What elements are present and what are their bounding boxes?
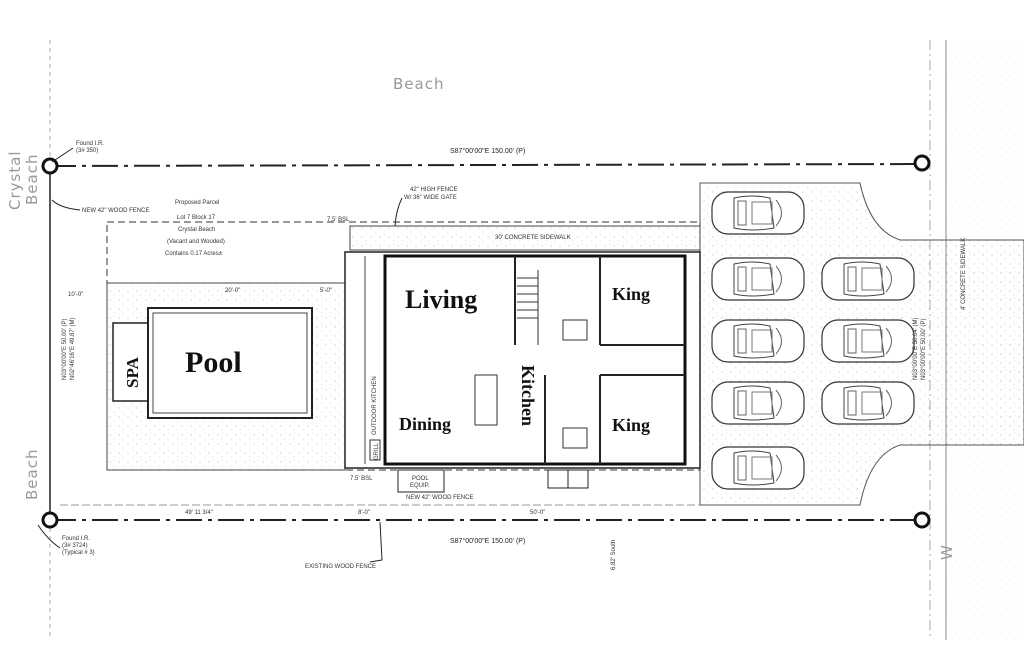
bearing-left-2: N02°46'16"E 49.87' (M) xyxy=(70,317,76,380)
beach-label-side: Beach xyxy=(23,154,41,205)
parked-car xyxy=(711,257,805,301)
dimension: 8'-0" xyxy=(358,510,370,516)
pool-equipment-label: EQUIP. xyxy=(410,483,430,489)
parked-car xyxy=(711,446,805,490)
dimension: 20'-0" xyxy=(225,288,240,294)
bsl-label: 7.5' BSL xyxy=(350,476,373,482)
parking-area xyxy=(699,182,1024,506)
sidewalk-label: 30' CONCRETE SIDEWALK xyxy=(495,235,571,241)
found-ir-top-id: (3# 350) xyxy=(76,148,98,154)
grill-label: GRILL xyxy=(374,442,380,460)
spa xyxy=(112,322,150,402)
house-floorplan xyxy=(344,251,701,493)
south-offset-label: 6.82' South xyxy=(611,540,617,570)
survey-marker xyxy=(41,157,59,175)
bsl-label: 7.5' BSL xyxy=(327,217,350,223)
survey-marker xyxy=(913,154,931,172)
room-king-1: King xyxy=(612,284,650,304)
bearing-right-2: N03°00'00"E 50.00' (P) xyxy=(921,318,927,380)
parcel-note: Contains 0.17 Acres± xyxy=(165,251,223,257)
room-dining: Dining xyxy=(399,414,451,434)
new-fence-label-top: NEW 42" WOOD FENCE xyxy=(82,208,149,214)
dimension: 5'-0" xyxy=(320,288,332,294)
pool-label: Pool xyxy=(185,346,242,379)
parked-car xyxy=(711,319,805,363)
dimension: 49' 11 3/4" xyxy=(185,510,213,516)
outdoor-kitchen-label: OUTDOOR KITCHEN xyxy=(372,376,378,435)
parcel-note: Lot 7 Block 17 xyxy=(177,215,216,221)
dimension: 10'-0" xyxy=(68,292,83,298)
bearing-top: S87°00'00"E 150.00' (P) xyxy=(450,147,525,155)
room-living: Living xyxy=(405,285,477,314)
right-sidewalk-label: 4' CONCRETE SIDEWALK xyxy=(961,238,967,310)
gate-note: 42" HIGH FENCE xyxy=(410,187,457,193)
parcel-note: Proposed Parcel xyxy=(175,200,219,206)
crystal-label: Crystal xyxy=(6,150,24,210)
bearing-right-1: N03°00'00"E 50.04' (M) xyxy=(913,317,919,380)
found-ir-top: Found I.R. xyxy=(76,141,104,147)
found-ir-bottom: (3# 3724) xyxy=(62,543,88,549)
parcel-note: (Vacant and Wooded) xyxy=(167,239,225,245)
pool-equipment-label: POOL xyxy=(412,476,429,482)
parked-car xyxy=(821,319,915,363)
bearing-bottom: S87°00'00"E 150.00' (P) xyxy=(450,537,525,545)
w-mark: W xyxy=(938,544,956,560)
existing-fence-label: EXISTING WOOD FENCE xyxy=(305,564,376,570)
survey-marker xyxy=(41,511,59,529)
new-fence-label-bottom: NEW 42" WOOD FENCE xyxy=(406,495,473,501)
bearing-left-1: N03°00'00"E 50.00' (P) xyxy=(62,318,68,380)
found-ir-bottom: (Typical # 3) xyxy=(62,550,95,556)
found-ir-bottom: Found I.R. xyxy=(62,536,90,542)
room-kitchen: Kitchen xyxy=(518,365,538,426)
parked-car xyxy=(821,381,915,425)
property-lines xyxy=(41,154,931,529)
gate-note: W/ 36" WIDE GATE xyxy=(404,195,457,201)
spa-label: SPA xyxy=(123,356,142,388)
parked-car xyxy=(711,191,805,235)
parcel-note: Crystal Beach xyxy=(178,227,215,233)
beach-label-top: Beach xyxy=(393,75,444,93)
parked-car xyxy=(821,257,915,301)
room-king-2: King xyxy=(612,415,650,435)
pool xyxy=(147,307,313,419)
concrete-sidewalk xyxy=(349,225,701,251)
survey-marker xyxy=(913,511,931,529)
dimension: 50'-0" xyxy=(530,510,545,516)
parked-car xyxy=(711,381,805,425)
beach-label-left: Beach xyxy=(23,449,41,500)
